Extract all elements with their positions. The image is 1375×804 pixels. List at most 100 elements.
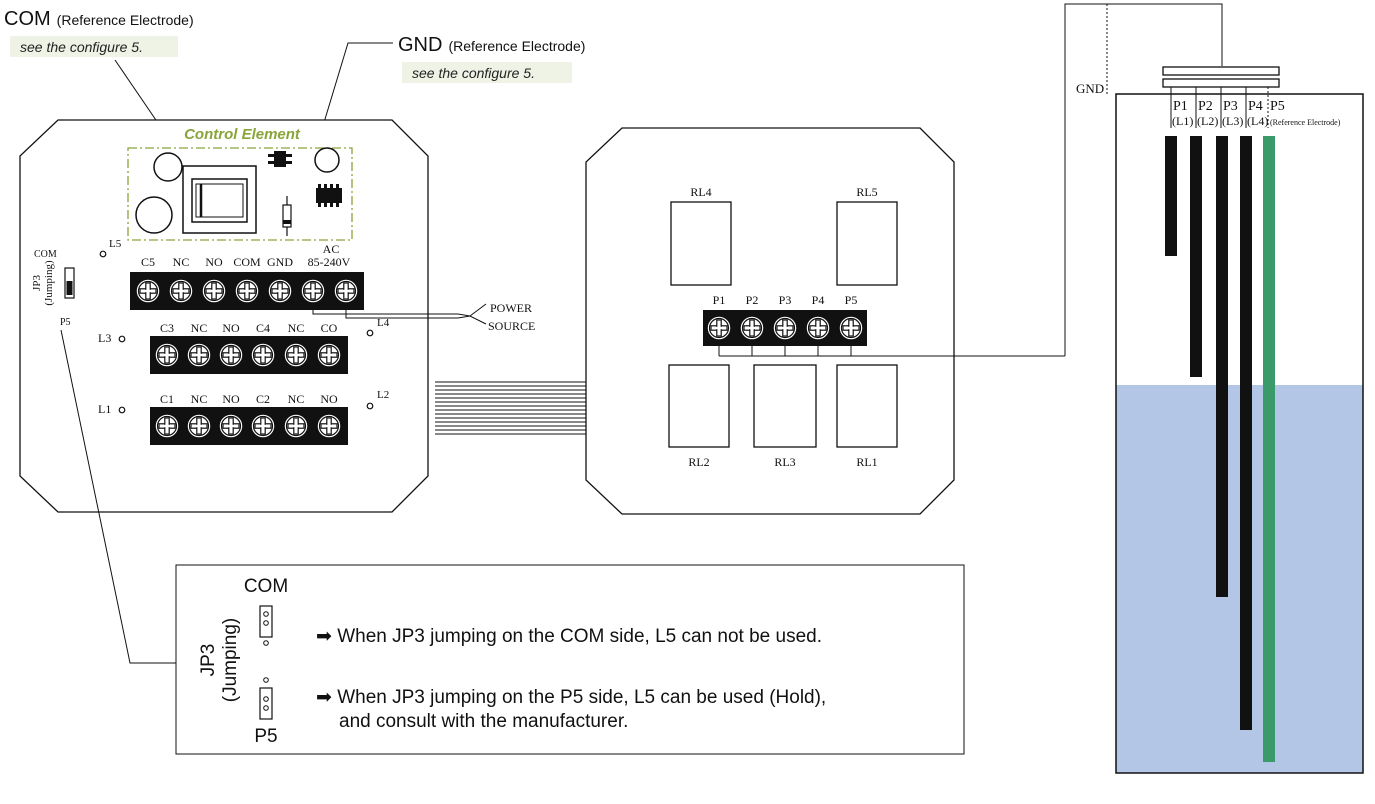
terminal-screw[interactable]	[703, 312, 735, 344]
jp3-legend: COM P5 JP3 (Jumping) ➡ When JP3 jumping …	[60, 329, 965, 755]
terminal-screw[interactable]	[280, 410, 312, 442]
gnd-note: see the configure 5.	[412, 65, 535, 81]
tank-outline	[1115, 93, 1364, 774]
relay-rl1	[836, 364, 898, 448]
legend-com-label: COM	[244, 576, 288, 597]
ribbon-cable	[435, 381, 586, 435]
terminal-row-2	[150, 336, 348, 374]
terminal-screw[interactable]	[231, 275, 263, 307]
control-board: Control Element COM	[19, 119, 535, 513]
relay-board: RL4 RL5 RL2 RL3 RL1 P1 P2 P3 P4 P5	[585, 3, 1223, 515]
probe-label: P4	[1248, 99, 1263, 114]
led-l3-icon	[118, 335, 126, 343]
legend-box	[175, 564, 965, 755]
terminal-screw[interactable]	[183, 339, 215, 371]
terminal-label: GND	[267, 255, 293, 269]
legend-leader-line	[60, 329, 176, 664]
terminal-label: P4	[812, 293, 825, 307]
terminal-screw[interactable]	[132, 275, 164, 307]
gnd-callout-title: GND(Reference Electrode)	[398, 34, 585, 56]
power-source-label-2: SOURCE	[488, 319, 535, 333]
terminal-screw[interactable]	[198, 275, 230, 307]
jp3-jumper-cap	[66, 281, 73, 295]
led-l1-icon	[118, 406, 126, 414]
power-leader	[457, 315, 487, 325]
terminal-screw[interactable]	[264, 275, 296, 307]
terminal-label: P2	[746, 293, 759, 307]
terminal-label: C3	[160, 321, 174, 335]
probe-level-label: (L3)	[1222, 114, 1243, 128]
terminal-label: NO	[222, 392, 240, 406]
probe-level-label: (L4)	[1247, 114, 1268, 128]
terminal-screw[interactable]	[330, 275, 362, 307]
terminal-screw[interactable]	[215, 339, 247, 371]
relay-rl5	[836, 201, 898, 286]
jp3-jumping-label: (Jumping)	[43, 260, 55, 306]
relay-rl3	[753, 364, 817, 448]
terminal-screw[interactable]	[280, 339, 312, 371]
led-l2-label: L2	[377, 389, 389, 401]
jp3-label: JP3	[31, 275, 43, 291]
terminal-screw[interactable]	[769, 312, 801, 344]
water-fill	[1116, 385, 1363, 773]
terminal-label: NC	[191, 321, 208, 335]
relay-rl2	[668, 364, 730, 448]
terminal-screw[interactable]	[313, 339, 345, 371]
probe-dividers	[1170, 87, 1247, 128]
relay-rl4	[670, 201, 732, 286]
probe-holder	[1162, 66, 1280, 76]
terminal-label: NO	[205, 255, 223, 269]
led-l4-icon	[366, 329, 374, 337]
terminal-screw[interactable]	[151, 410, 183, 442]
terminal-screw[interactable]	[313, 410, 345, 442]
chip-icon	[268, 151, 292, 167]
gnd-callout: GND(Reference Electrode) see the configu…	[283, 34, 585, 256]
terminal-screw[interactable]	[151, 339, 183, 371]
control-element-box	[127, 147, 353, 241]
led-l5-label: L5	[109, 238, 122, 250]
terminal-label: NO	[320, 392, 338, 406]
terminal-screw[interactable]	[835, 312, 867, 344]
led-l2-icon	[366, 402, 374, 410]
terminal-screw[interactable]	[802, 312, 834, 344]
tank-gnd-label: GND	[1076, 81, 1104, 96]
gnd-note-bg	[402, 62, 572, 83]
jp3-p5-label: P5	[60, 317, 71, 328]
terminal-screw[interactable]	[736, 312, 768, 344]
legend-p5-label: P5	[254, 726, 277, 747]
relay-label: RL5	[856, 185, 877, 199]
terminal-label: NC	[173, 255, 190, 269]
com-note: see the configure 5.	[20, 39, 143, 55]
probe-label: P3	[1223, 99, 1238, 114]
jp3-jumper[interactable]	[64, 267, 75, 299]
power-wire	[345, 306, 458, 319]
terminal-screw[interactable]	[215, 410, 247, 442]
power-source-label-1: POWER	[490, 301, 532, 315]
terminal-label: C5	[141, 255, 155, 269]
probe-label: P2	[1198, 99, 1213, 114]
terminal-label: NC	[191, 392, 208, 406]
led-l5-icon	[99, 250, 107, 258]
probe-p1-electrode	[1165, 136, 1177, 256]
terminal-label: P3	[779, 293, 792, 307]
com-callout-title: COM(Reference Electrode)	[4, 8, 194, 30]
led-l1-label: L1	[98, 402, 111, 416]
terminal-label: P5	[845, 293, 858, 307]
com-note-bg	[10, 36, 178, 57]
capacitor-icon	[314, 147, 340, 173]
probe-level-label: (L2)	[1197, 114, 1218, 128]
terminal-label: NO	[222, 321, 240, 335]
probe-label: P5	[1270, 99, 1285, 114]
terminal-screw[interactable]	[297, 275, 329, 307]
relay-label: RL1	[856, 455, 877, 469]
jp3-com-label: COM	[34, 249, 57, 260]
terminal-screw[interactable]	[247, 410, 279, 442]
terminal-screw[interactable]	[247, 339, 279, 371]
legend-jp3-label: JP3	[198, 644, 219, 677]
power-leader	[457, 303, 487, 317]
terminal-label: NC	[288, 321, 305, 335]
capacitor-icon	[135, 196, 173, 234]
legend-line-consult: and consult with the manufacturer.	[339, 711, 628, 732]
terminal-screw[interactable]	[165, 275, 197, 307]
terminal-screw[interactable]	[183, 410, 215, 442]
